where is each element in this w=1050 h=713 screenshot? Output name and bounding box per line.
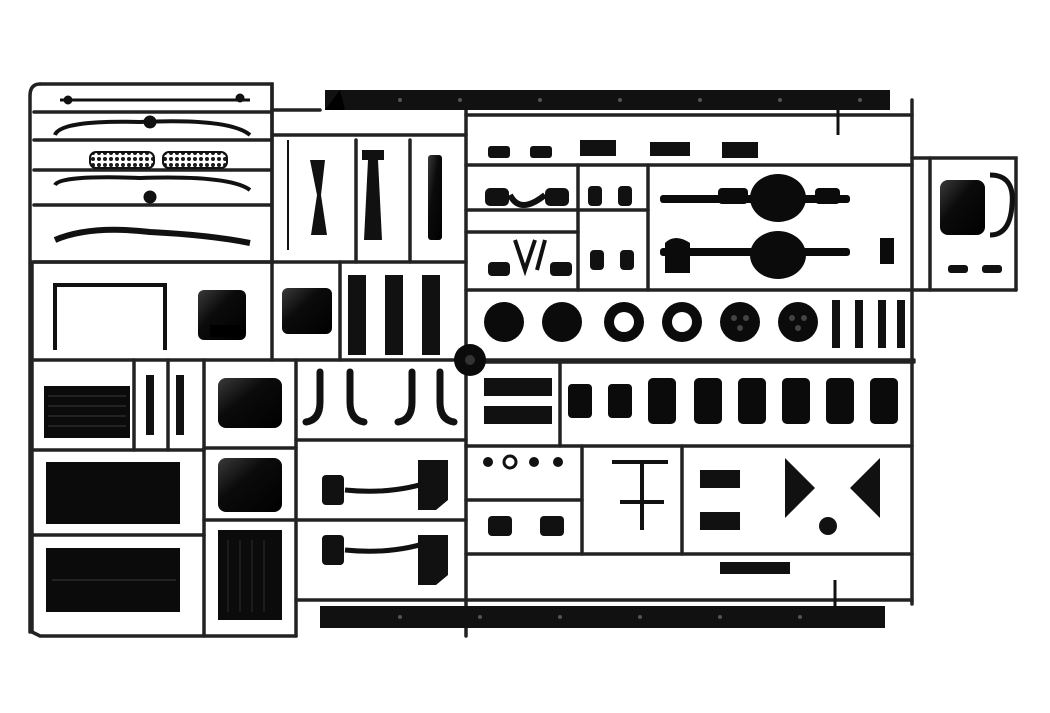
air-bag-parts (485, 186, 634, 277)
round-hub-part (454, 344, 486, 376)
small-rods (146, 375, 184, 435)
crossbar-parts (53, 93, 252, 246)
spring-hangers (348, 275, 440, 355)
cab-mount-brackets (302, 368, 458, 426)
mirror-frame (53, 283, 167, 350)
fuel-tank-left-1 (46, 462, 180, 524)
air-tanks (568, 378, 898, 424)
leaf-spring-assemblies (322, 460, 448, 585)
brake-discs (484, 302, 818, 342)
suspension-links (287, 140, 442, 250)
small-fittings (483, 454, 564, 536)
small-brackets-row (488, 140, 758, 158)
radiator-grille-mesh (89, 151, 228, 169)
fuel-tank-left-2 (46, 548, 180, 612)
rear-axle-housing (660, 174, 894, 279)
steering-parts (700, 458, 880, 574)
chassis-rail-top (325, 90, 890, 135)
side-step-panel (44, 386, 130, 438)
brake-chamber-parts (612, 460, 668, 530)
sprue-frame (28, 82, 1018, 638)
chassis-rail-bottom (320, 580, 885, 628)
fuel-tank-end (940, 172, 1015, 273)
shock-absorbers (832, 300, 905, 348)
battery-box-parts (198, 288, 332, 340)
battery-box-lids (218, 378, 282, 620)
air-tank-brackets (484, 378, 552, 424)
